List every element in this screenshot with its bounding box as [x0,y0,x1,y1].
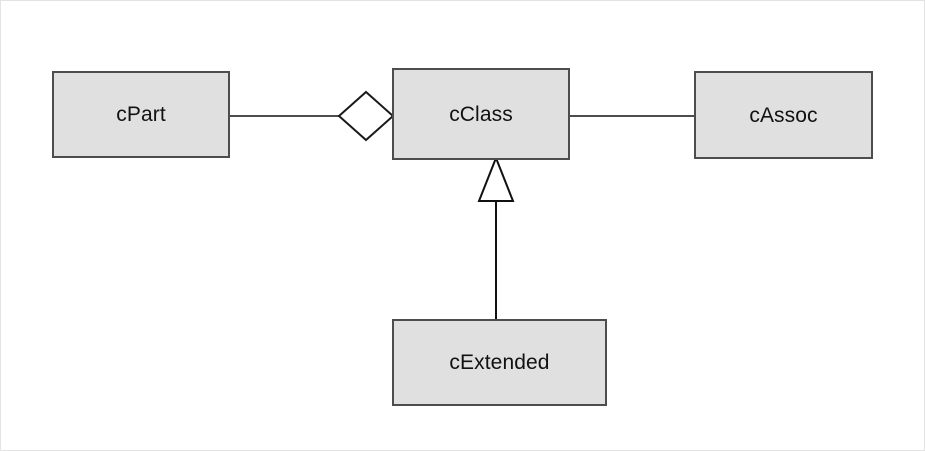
class-box-cAssoc[interactable] [694,71,873,159]
class-box-cPart[interactable] [52,71,230,158]
edge-layer [229,90,695,320]
class-box-cClass[interactable] [392,68,570,160]
class-box-cExtended[interactable] [392,319,607,406]
node-layer [52,68,873,406]
hollow-diamond-icon [337,90,395,142]
edge-cpart-cclass[interactable] [229,90,395,142]
hollow-triangle-icon [477,155,515,202]
edge-cextended-cclass[interactable] [477,155,515,320]
